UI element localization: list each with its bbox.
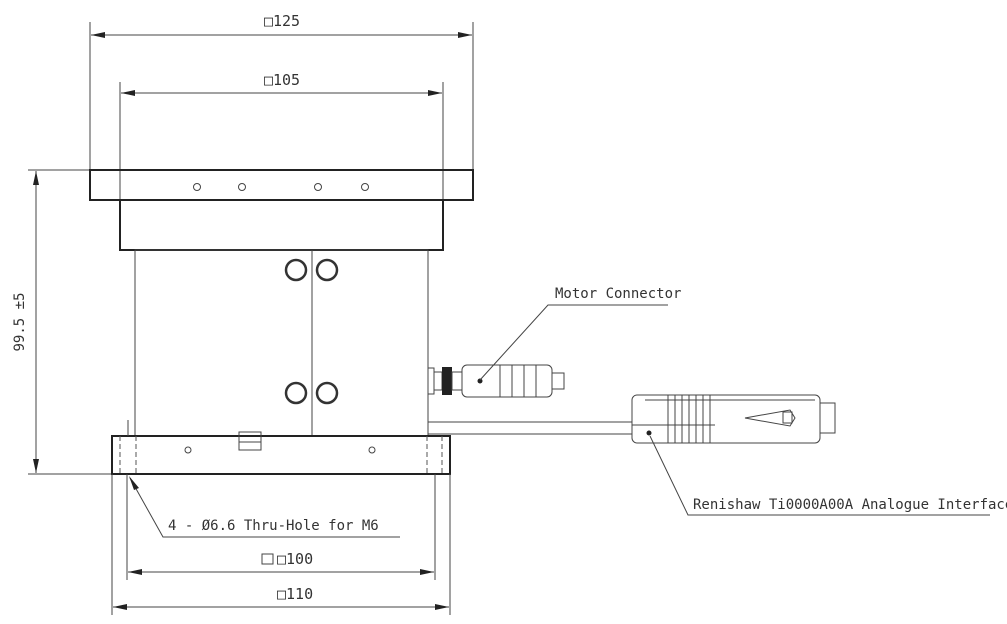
- interface-label: Renishaw Ti0000A00A Analogue Interface: [693, 497, 1007, 513]
- main-body: [134, 249, 429, 437]
- top-flange: [89, 169, 474, 201]
- motor-connector: Motor Connector: [427, 286, 681, 398]
- interface-connector: Renishaw Ti0000A00A Analogue Interface: [428, 394, 1007, 516]
- motor-connector-label: Motor Connector: [555, 286, 681, 302]
- dimension-110-label: □110: [277, 585, 313, 603]
- stage-body: [89, 169, 474, 475]
- body-screws: [284, 258, 339, 405]
- mount-hole-label: 4 - Ø6.6 Thru-Hole for M6: [168, 518, 379, 534]
- dimension-105: □105: [119, 71, 444, 200]
- dimension-100-label: □100: [277, 550, 313, 568]
- dimension-height: 99.5 ±5: [12, 169, 112, 475]
- dimension-height-label: 99.5 ±5: [12, 292, 28, 351]
- dimension-125: □125: [89, 12, 474, 170]
- dimension-100: □100: [126, 474, 436, 580]
- dimension-110: □110: [111, 474, 451, 615]
- upper-body: [119, 199, 444, 251]
- mount-hole-callout: 4 - Ø6.6 Thru-Hole for M6: [129, 476, 400, 538]
- base-plate: [111, 435, 451, 475]
- dimension-105-label: □105: [264, 71, 300, 89]
- dimension-125-label: □125: [264, 12, 300, 30]
